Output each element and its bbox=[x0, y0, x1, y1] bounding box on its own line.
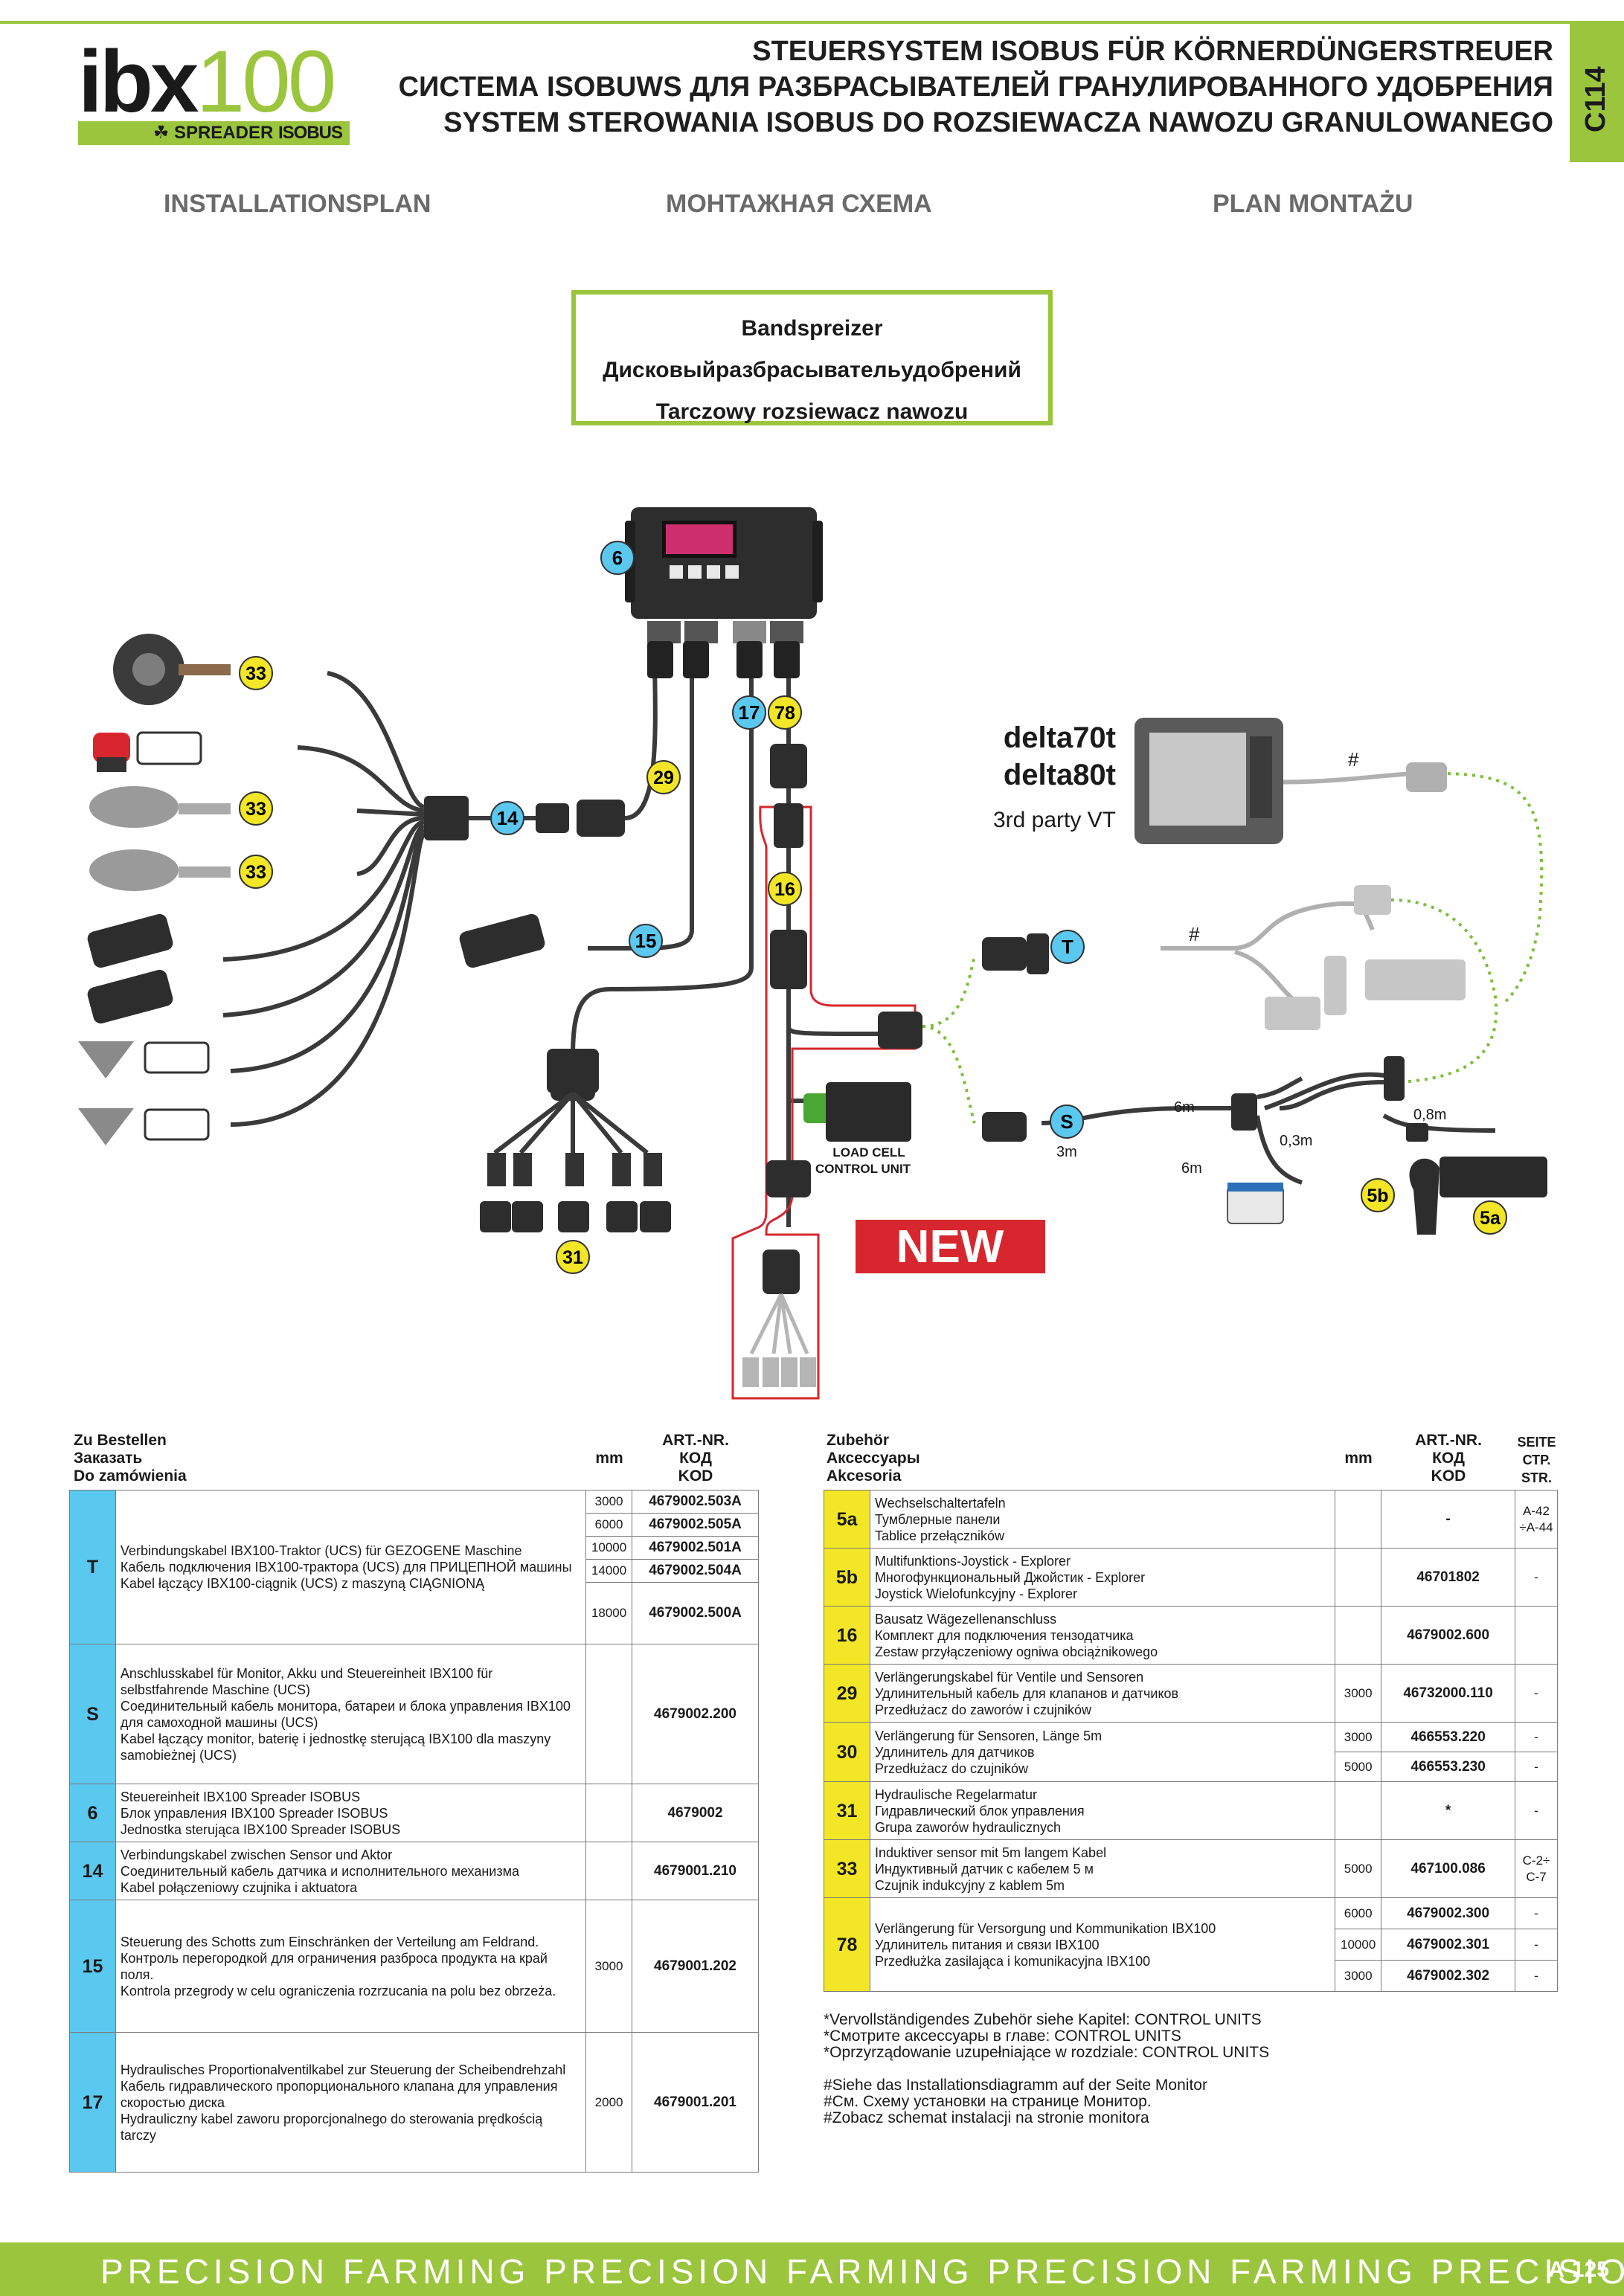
acc-col-page: SEITE СТР. STR. bbox=[1517, 1435, 1556, 1485]
table-row: 6000 4679002.505A bbox=[70, 1513, 759, 1537]
logo-spreader-bar: ☘ SPREADER ISOBUS bbox=[78, 121, 350, 145]
row-description: Verbindungskabel IBX100-Traktor (UCS) fü… bbox=[115, 1490, 587, 1644]
acc-col-mm: mm bbox=[1344, 1450, 1373, 1467]
table-row: 10000 4679002.301 - bbox=[824, 1929, 1558, 1961]
table-row: 15 Steuerung des Schotts zum Einschränke… bbox=[69, 1900, 759, 2033]
monitor-connector bbox=[1406, 762, 1447, 792]
load-cell-sensors bbox=[742, 1250, 816, 1387]
load-cell-unit bbox=[826, 1082, 911, 1142]
acc-table-title: Zubehör Аксессуары Akcesoria bbox=[827, 1432, 920, 1485]
length-03m: 0,3m bbox=[1280, 1133, 1312, 1149]
diagram-labels: delta70t delta80t 3rd party VT # # LOAD … bbox=[815, 721, 1447, 1177]
length-6m-b: 6m bbox=[1181, 1160, 1202, 1177]
installation-diagram: NEW 6 14 15 17 T S 33 33 33 29 78 16 31 … bbox=[0, 476, 1624, 1413]
badge-S: S bbox=[1060, 1110, 1073, 1133]
table-row: 14000 4679002.504A bbox=[70, 1559, 759, 1583]
load-cell-label: LOAD CELL bbox=[832, 1145, 905, 1160]
table-row: 3000 4679002.302 - bbox=[824, 1960, 1558, 1992]
badge-6: 6 bbox=[612, 547, 623, 569]
logo-wordmark: ibx100 bbox=[78, 33, 336, 131]
joystick-and-panel bbox=[1227, 1157, 1547, 1235]
monitor-vt bbox=[1134, 718, 1283, 844]
new-stamp: NEW bbox=[856, 1220, 1045, 1273]
subhead-ru: МОНТАЖНАЯ СХЕМА bbox=[666, 190, 932, 218]
badge-78: 78 bbox=[774, 703, 795, 724]
acc-col-art: ART.-NR. КОД KOD bbox=[1415, 1432, 1482, 1485]
order-col-mm: mm bbox=[595, 1450, 623, 1467]
hub-14 bbox=[424, 796, 469, 840]
machine-type-box: Bandspreizer Дисковыйразбрасывательудобр… bbox=[571, 290, 1053, 425]
badges-blue: 6 14 15 17 T S bbox=[490, 541, 1085, 1139]
hydraulic-block bbox=[480, 1049, 671, 1232]
ibx100-logo: ibx100 ☘ SPREADER ISOBUS bbox=[78, 33, 353, 145]
length-6m-a: 6m bbox=[1174, 1099, 1195, 1116]
badge-29: 29 bbox=[653, 768, 674, 788]
subhead-pl: PLAN MONTAŻU bbox=[1213, 190, 1413, 218]
table-row: 33 Induktiver sensor mit 5m langem Kabel… bbox=[824, 1839, 1558, 1898]
wiring-diagram-svg: NEW 6 14 15 17 T S 33 33 33 29 78 16 31 … bbox=[78, 507, 1547, 1400]
table-row: 10000 4679002.501A bbox=[70, 1536, 759, 1560]
table-row: 5000 466553.230 - bbox=[824, 1752, 1558, 1782]
footer-slogan: PRECISION FARMING PRECISION FARMING PREC… bbox=[100, 2252, 1624, 2291]
badge-5a: 5a bbox=[1480, 1208, 1501, 1229]
title-ru: СИСТЕМА ISOBUWS ДЛЯ РАЗБРАСЫВАТЕЛЕЙ ГРАН… bbox=[398, 71, 1553, 103]
table-row: T Verbindungskabel IBX100-Traktor (UCS) … bbox=[69, 1490, 759, 1644]
table-row: S Anschlusskabel für Monitor, Akku und S… bbox=[69, 1644, 759, 1784]
hash-mark-t: # bbox=[1189, 923, 1200, 945]
badge-15: 15 bbox=[635, 930, 657, 952]
table-row: 17 Hydraulisches Proportionalventilkabel… bbox=[69, 2032, 759, 2173]
load-cell-highlight bbox=[731, 805, 917, 1400]
table-row: 14 Verbindungskabel zwischen Sensor und … bbox=[69, 1842, 759, 1900]
length-3m: 3m bbox=[1056, 1144, 1077, 1160]
badge-5b: 5b bbox=[1367, 1186, 1388, 1206]
page-number: A-125 bbox=[1548, 2257, 1609, 2282]
brand-delta80t: delta80t bbox=[1004, 759, 1116, 791]
table-row: 5a Wechselschaltertafeln Тумблерные пане… bbox=[824, 1490, 1558, 1549]
badge-T: T bbox=[1062, 936, 1073, 958]
order-table: T Verbindungskabel IBX100-Traktor (UCS) … bbox=[69, 1490, 759, 2173]
hash-mark-monitor: # bbox=[1348, 748, 1359, 771]
table-row: 16 Bausatz Wägezellenanschluss Комплект … bbox=[824, 1606, 1558, 1665]
control-unit-label: CONTROL UNIT bbox=[815, 1162, 911, 1176]
badge-33-a: 33 bbox=[245, 663, 266, 684]
connectors bbox=[536, 744, 1428, 1197]
table-row: 29 Verlängerungskabel für Ventile und Se… bbox=[824, 1664, 1558, 1723]
accessories-table: 5a Wechselschaltertafeln Тумблерные пане… bbox=[824, 1490, 1558, 1992]
sensor-devices bbox=[78, 634, 545, 1145]
title-pl: SYSTEM STEROWANIA ISOBUS DO ROZSIEWACZA … bbox=[443, 107, 1553, 138]
table-row: 31 Hydraulische Regelarmatur Гидравличес… bbox=[824, 1781, 1558, 1840]
badge-31: 31 bbox=[562, 1247, 583, 1268]
badges-yellow: 33 33 33 29 78 16 31 5b 5a bbox=[239, 656, 1507, 1274]
row-code: T bbox=[69, 1490, 116, 1644]
page-footer: PRECISION FARMING PRECISION FARMING PREC… bbox=[0, 2242, 1624, 2296]
table-row: 78 Verlängerung für Versorgung und Kommu… bbox=[824, 1897, 1558, 1992]
badge-33-c: 33 bbox=[245, 862, 266, 883]
new-label: NEW bbox=[896, 1221, 1004, 1273]
optional-links bbox=[922, 772, 1544, 1124]
table-row: 6 Steuereinheit IBX100 Spreader ISOBUS Б… bbox=[69, 1784, 759, 1842]
top-rule bbox=[0, 21, 1570, 24]
brand-delta70t: delta70t bbox=[1004, 721, 1116, 754]
faded-accessories bbox=[1265, 885, 1466, 1030]
badge-17: 17 bbox=[739, 701, 760, 724]
third-party-vt: 3rd party VT bbox=[993, 808, 1116, 832]
table-row: 30 Verlängerung für Sensoren, Länge 5m У… bbox=[824, 1722, 1558, 1782]
section-tab: C114 bbox=[1570, 21, 1624, 162]
table-row: 5b Multifunktions-Joystick - Explorer Мн… bbox=[824, 1548, 1558, 1607]
order-table-title: Zu Bestellen Заказать Do zamówienia bbox=[74, 1432, 187, 1485]
badge-16: 16 bbox=[774, 879, 795, 900]
badge-14: 14 bbox=[497, 807, 519, 829]
footnotes: *Vervollständigendes Zubehör siehe Kapit… bbox=[824, 2011, 1270, 2126]
title-de: STEUERSYSTEM ISOBUS FÜR KÖRNERDÜNGERSTRE… bbox=[752, 36, 1553, 67]
page-titles: STEUERSYSTEM ISOBUS FÜR KÖRNERDÜNGERSTRE… bbox=[399, 33, 1553, 141]
subhead-de: INSTALLATIONSPLAN bbox=[164, 190, 431, 218]
order-col-art: ART.-NR. КОД KOD bbox=[662, 1432, 729, 1485]
ibx100-control-unit bbox=[625, 507, 823, 678]
badge-33-b: 33 bbox=[245, 799, 266, 820]
length-08m: 0,8m bbox=[1413, 1107, 1446, 1123]
